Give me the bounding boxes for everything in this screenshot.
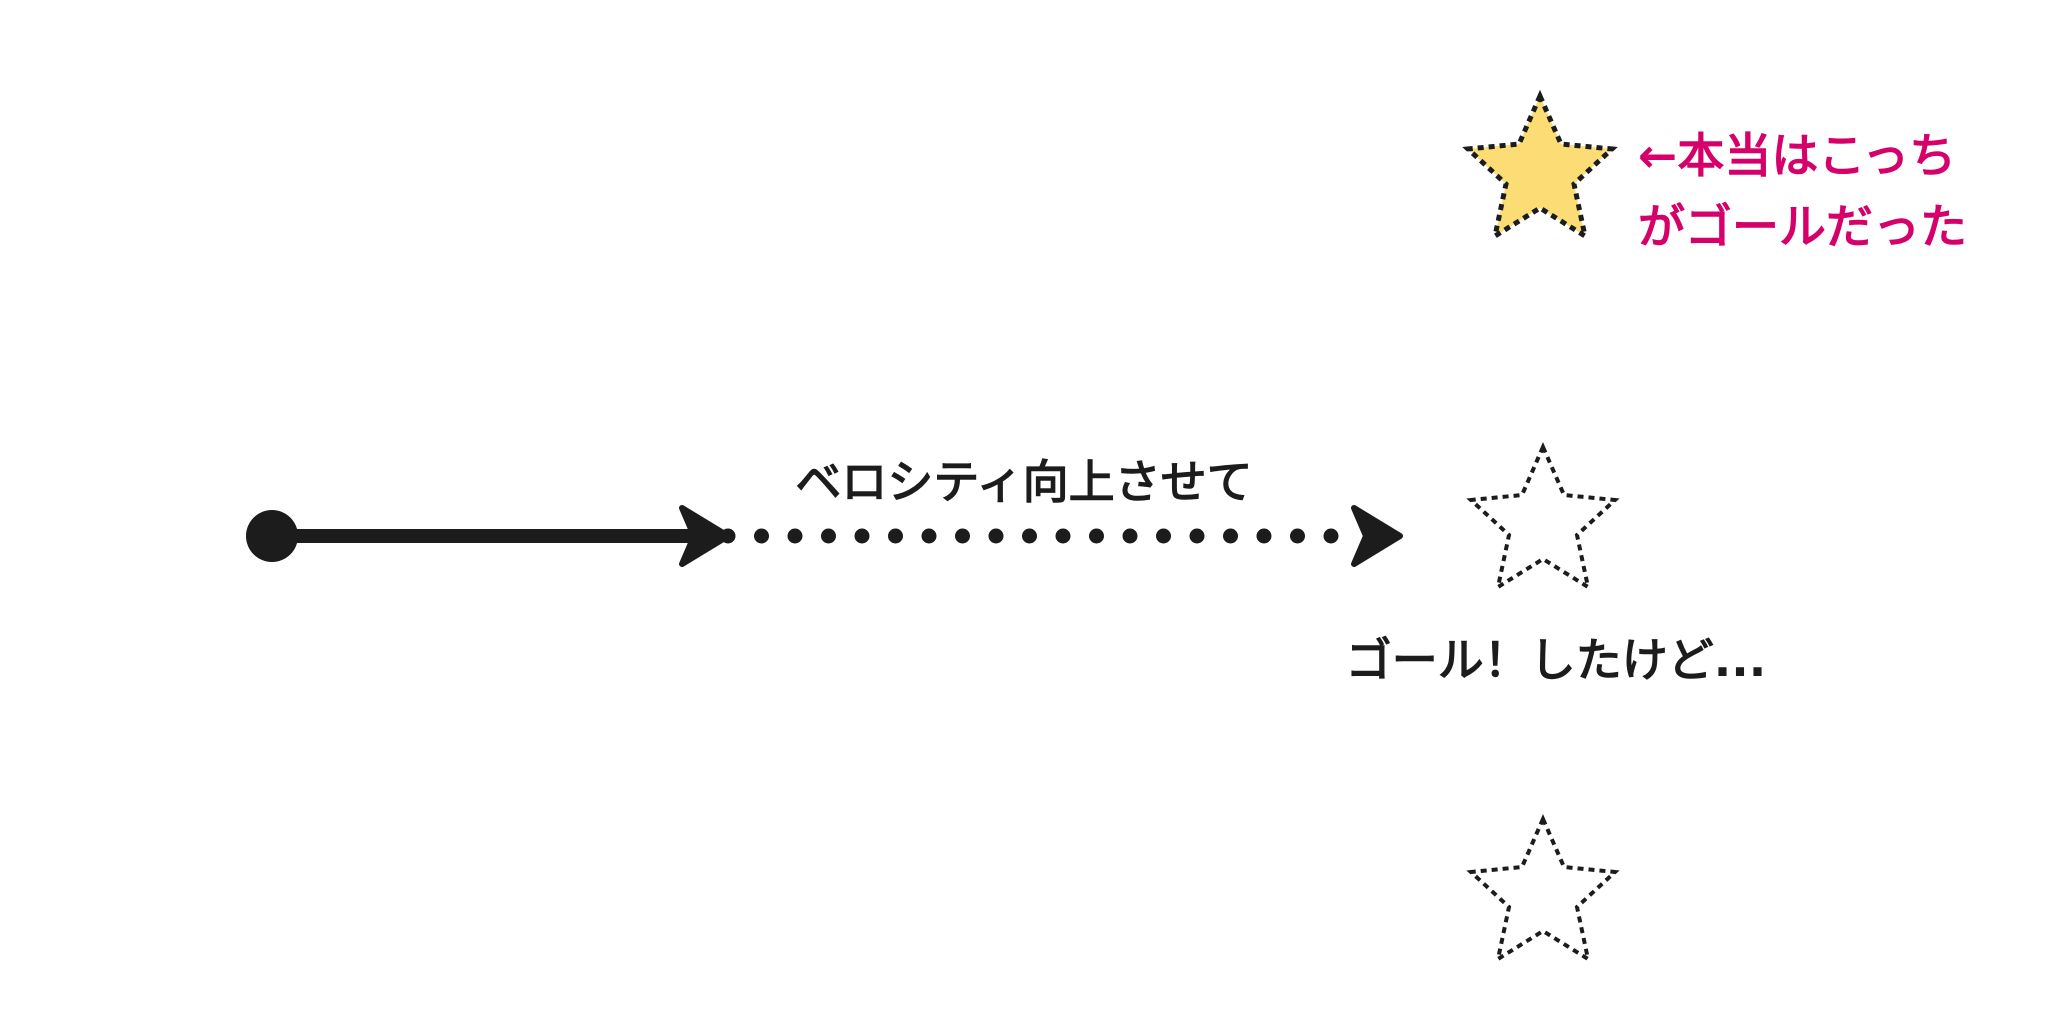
lower-star-icon	[1466, 814, 1620, 964]
true-goal-label-line2: がゴールだった	[1638, 200, 1967, 255]
solid-arrow-head-icon	[679, 505, 731, 567]
true-goal-star-icon	[1462, 89, 1618, 242]
velocity-label: ベロシティ向上させて	[795, 455, 1252, 509]
start-point-icon	[246, 510, 298, 562]
reached-goal-star-icon	[1466, 442, 1620, 592]
goal-reached-label: ゴール！したけど...	[1346, 633, 1766, 687]
true-goal-label-line1: ←本当はこっち	[1638, 129, 1956, 184]
dotted-arrow-head-icon	[1351, 505, 1403, 567]
